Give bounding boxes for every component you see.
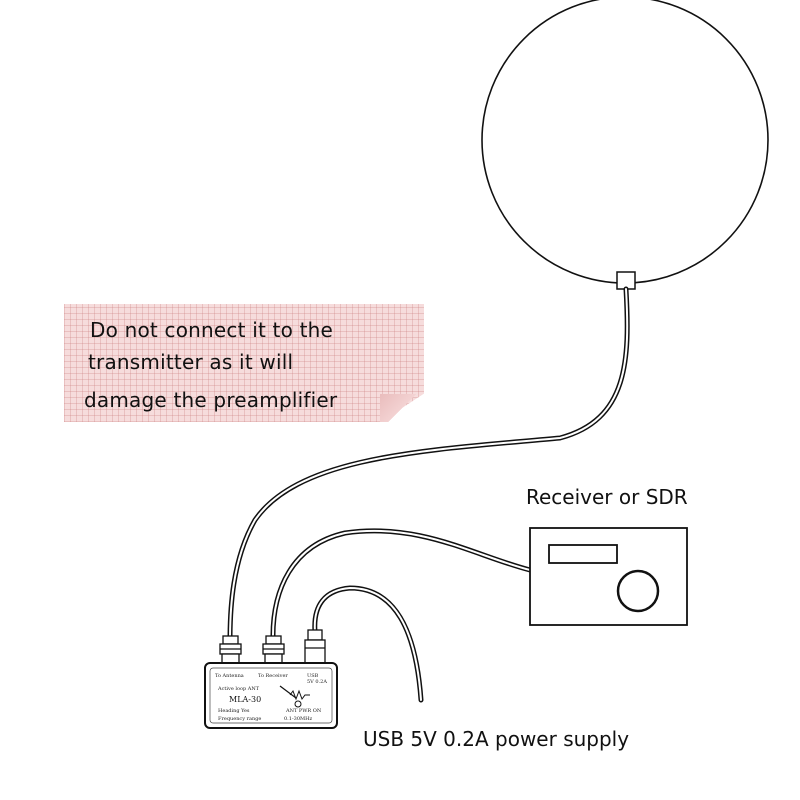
resistor-symbol <box>289 689 310 701</box>
indicator-led <box>294 700 302 708</box>
preamplifier-device: To Antenna To Receiver USB 5V 0.2A Activ… <box>204 662 338 729</box>
device-freq-text: Frequency range <box>218 716 261 722</box>
warning-line-2: transmitter as it will <box>88 350 294 374</box>
receiver-port-connector <box>262 635 285 664</box>
device-heading-text: Heading Yes <box>218 708 250 714</box>
device-model-text: MLA-30 <box>229 695 261 704</box>
usb-port-connector <box>304 629 326 664</box>
warning-note: Do not connect it to the transmitter as … <box>64 304 424 422</box>
receiver-display <box>548 544 618 564</box>
warning-line-3: damage the preamplifier <box>84 388 338 412</box>
device-receiver-port-text: To Receiver <box>258 673 288 679</box>
switch-symbol <box>279 685 297 699</box>
antenna-port-connector <box>219 635 242 664</box>
loop-antenna <box>481 0 769 284</box>
receiver-label: Receiver or SDR <box>526 485 688 509</box>
usb-cable <box>312 585 424 703</box>
loop-connector <box>616 271 636 290</box>
power-supply-label: USB 5V 0.2A power supply <box>363 727 630 751</box>
note-folded-corner <box>380 394 424 422</box>
receiver-knob <box>616 569 660 613</box>
receiver-box <box>529 527 688 626</box>
device-usb-text: USB <box>307 673 319 679</box>
device-usb-sub-text: 5V 0.2A <box>307 679 327 685</box>
device-antenna-port-text: To Antenna <box>215 673 244 679</box>
device-range-text: 0.1-30MHz <box>284 716 312 722</box>
warning-line-1: Do not connect it to the <box>90 318 334 342</box>
device-pwr-text: ANT PWR ON <box>285 708 322 714</box>
device-active-text: Active loop ANT <box>217 686 260 692</box>
antenna-cable <box>227 286 630 643</box>
receiver-cable <box>270 528 533 643</box>
